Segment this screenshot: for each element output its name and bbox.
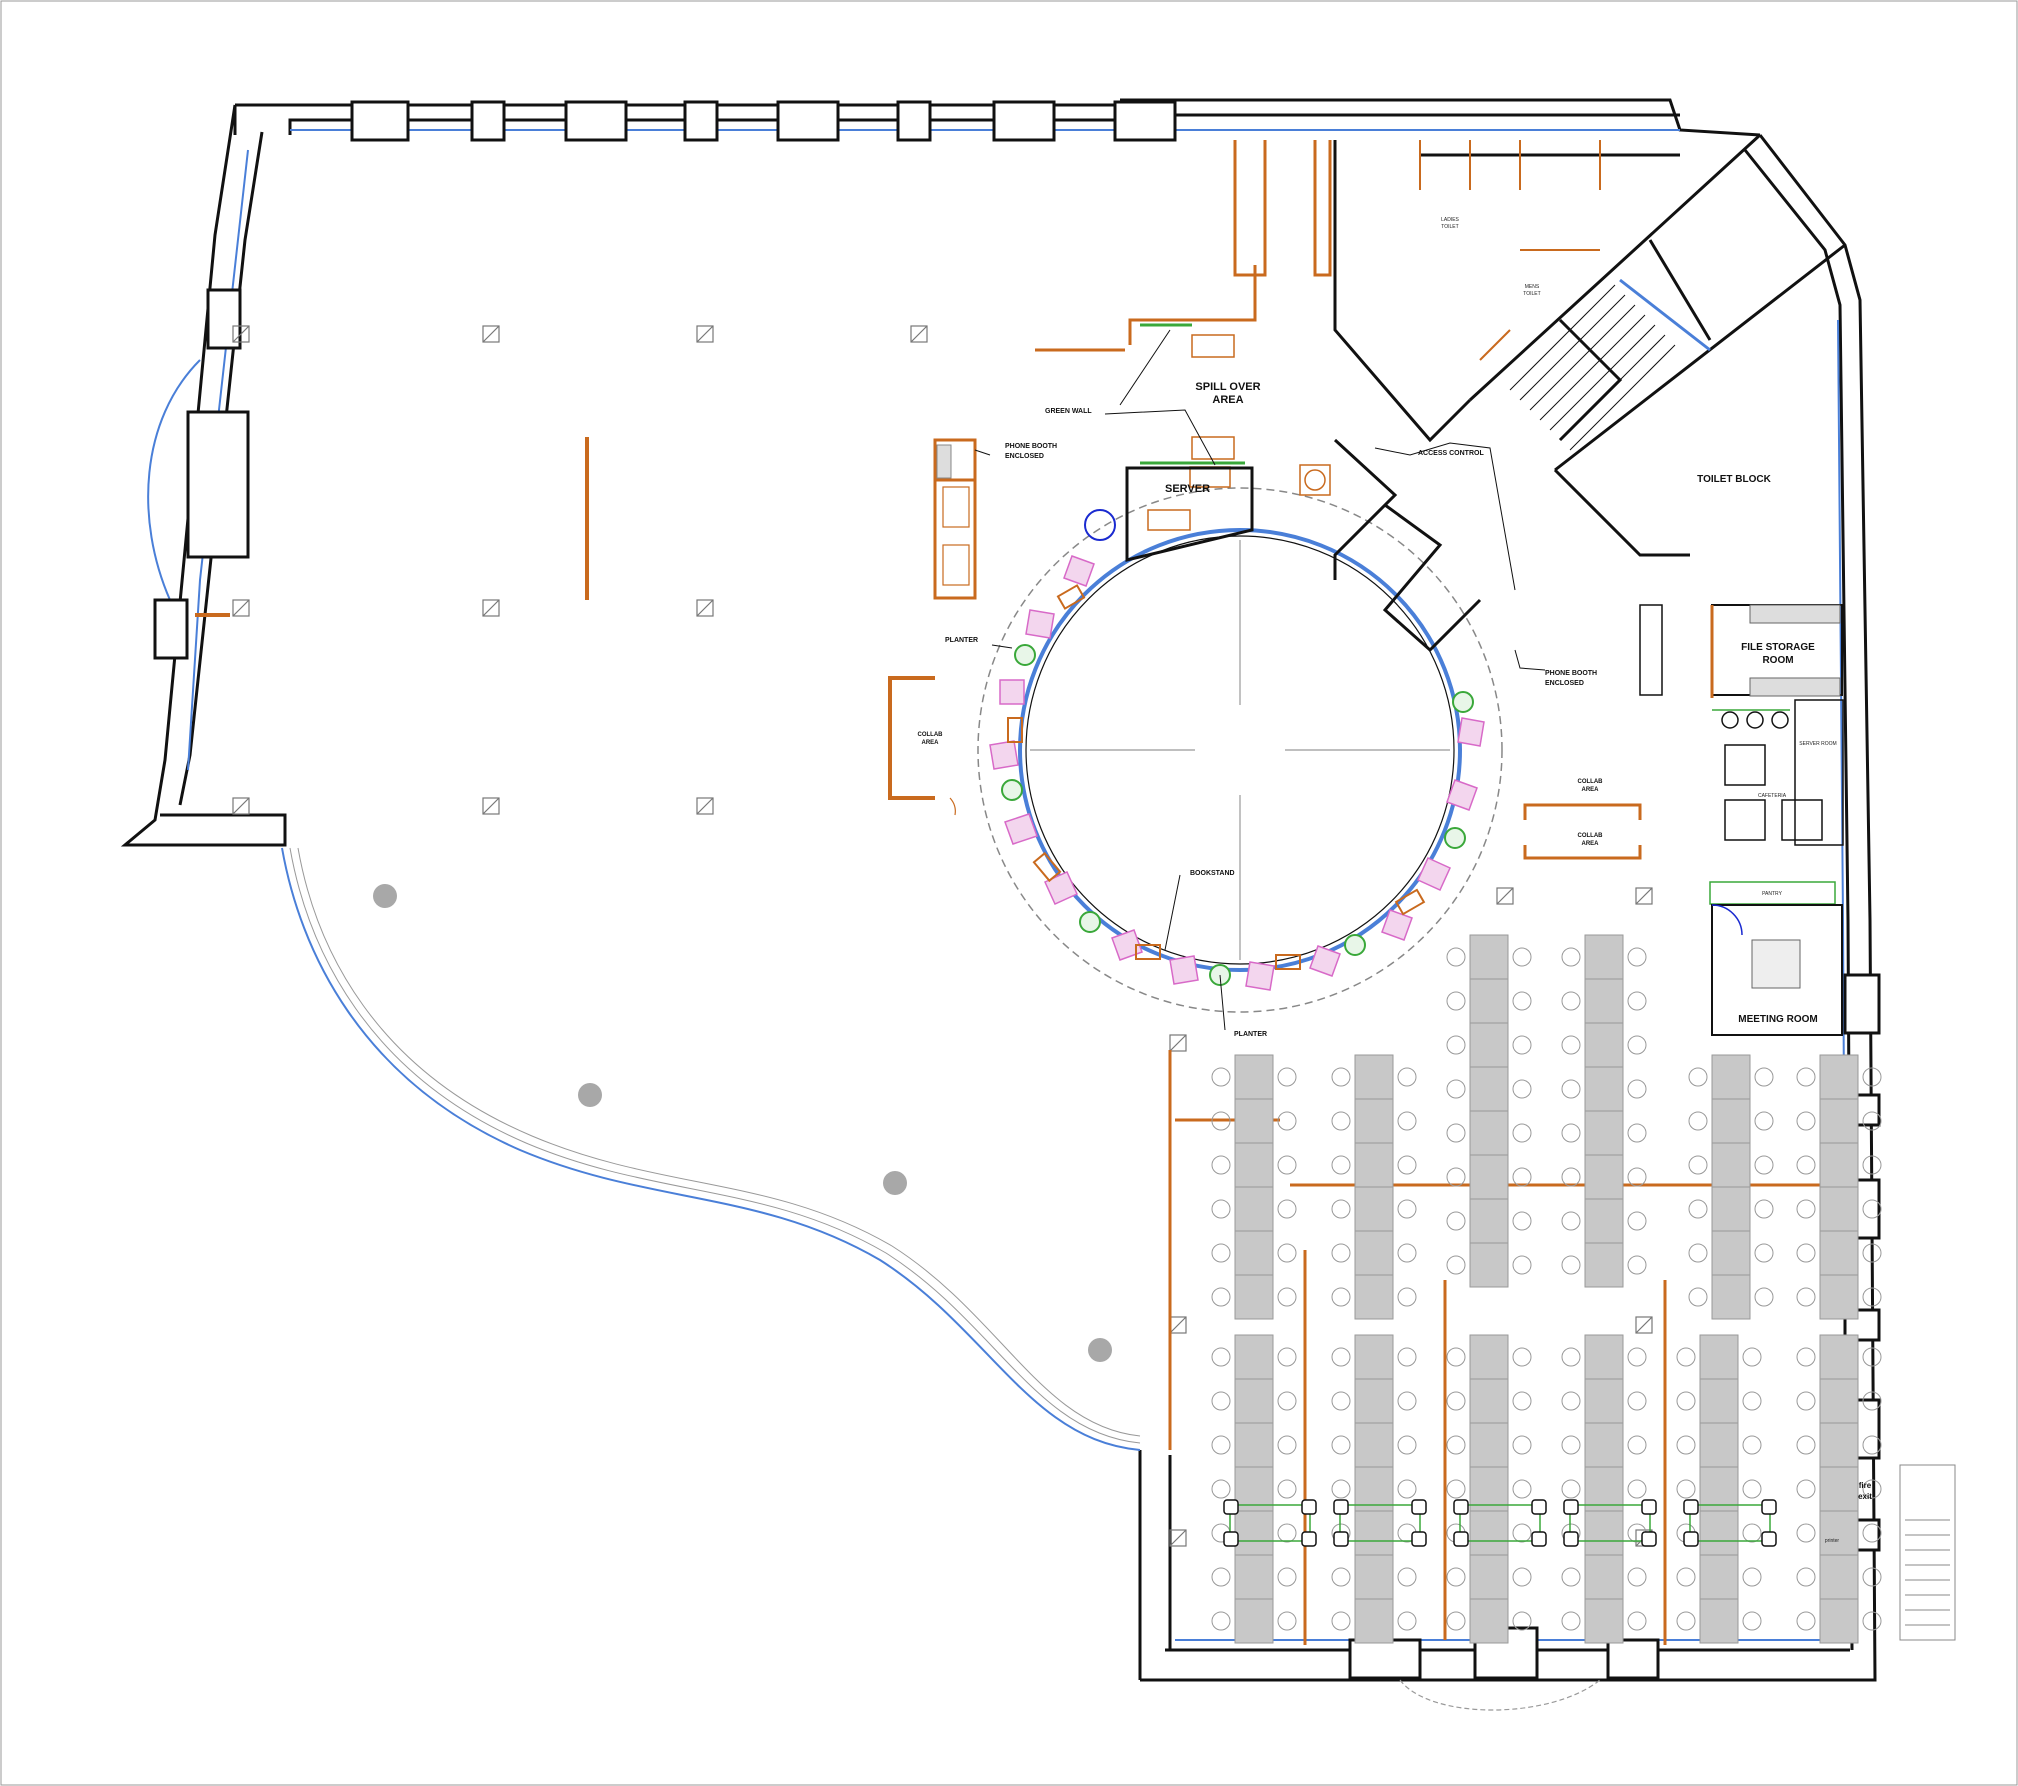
storage-cabinet [1639, 604, 1663, 696]
label-phone-booth-1b: ENCLOSED [1005, 453, 1044, 460]
label-access-control: ACCESS CONTROL [1418, 450, 1484, 457]
round-columns [373, 884, 1112, 1362]
desk-cluster-top-3 [1446, 934, 1532, 1288]
toilet-block [1333, 133, 1846, 557]
label-fire-exit-1: fire [1859, 1481, 1872, 1490]
phone-booth-left [933, 438, 977, 600]
label-server: SERVER [1165, 483, 1210, 495]
label-file-storage-1: FILE STORAGE [1741, 642, 1815, 653]
left-partitions [195, 437, 589, 617]
column-marker [1084, 509, 1116, 541]
fire-exit-stair [1899, 1464, 1956, 1641]
atrium-pods [989, 555, 1485, 991]
book-stands [1007, 584, 1426, 970]
desk-cluster-bottom-5 [1676, 1334, 1762, 1644]
spill-over-block [1035, 140, 1332, 531]
label-phone-booth-2a: PHONE BOOTH [1545, 670, 1597, 677]
desk-cluster-top-5 [1688, 1054, 1774, 1320]
label-collab-left-2: AREA [921, 740, 939, 746]
collab-left [888, 676, 956, 816]
toilet-partitions [1419, 140, 1601, 361]
desk-cluster-bottom-4 [1561, 1334, 1647, 1644]
entrance-arc [1399, 1679, 1601, 1711]
desk-cluster-top-1 [1211, 1054, 1297, 1320]
server-room [1125, 323, 1254, 562]
label-server-room: SERVER ROOM [1799, 741, 1836, 747]
desk-cluster-top-2 [1331, 1054, 1417, 1320]
label-file-storage-2: ROOM [1762, 655, 1793, 666]
planters [1001, 644, 1474, 986]
label-collab-right-2b: AREA [1581, 841, 1599, 847]
bench-row [1223, 1499, 1777, 1547]
label-printer: printer [1825, 1538, 1840, 1544]
label-ladies-toilet-1: LADIES [1441, 217, 1459, 223]
label-collab-left-1: COLLAB [918, 732, 944, 738]
atrium [977, 487, 1503, 1013]
label-toilet-block: TOILET BLOCK [1697, 474, 1771, 485]
label-planter-2: PLANTER [1234, 1031, 1267, 1038]
cafeteria [1712, 699, 1844, 846]
label-green-wall: GREEN WALL [1045, 408, 1092, 415]
label-spill-over-2: AREA [1212, 394, 1243, 406]
label-spill-over-1: SPILL OVER [1195, 381, 1260, 393]
desk-cluster-top-4 [1561, 934, 1647, 1288]
label-planter-1: PLANTER [945, 637, 978, 644]
leader-lines [974, 329, 1546, 1031]
label-fire-exit-2: exit [1858, 1492, 1872, 1501]
desk-cluster-bottom-6 [1796, 1334, 1882, 1644]
label-phone-booth-1a: PHONE BOOTH [1005, 443, 1057, 450]
file-storage-room [1710, 604, 1843, 698]
label-collab-right-2a: COLLAB [1578, 833, 1604, 839]
label-pantry: PANTRY [1762, 891, 1782, 897]
pantry-meeting [1709, 881, 1843, 1036]
label-bookstand: BOOKSTAND [1190, 870, 1235, 877]
label-phone-booth-2b: ENCLOSED [1545, 680, 1584, 687]
room-labels: SPILL OVER AREA GREEN WALL PHONE BOOTH E… [918, 217, 1873, 1544]
access-control-lobby [1299, 438, 1482, 653]
toilet-glazing [1619, 278, 1711, 352]
desk-cluster-bottom-3 [1446, 1334, 1532, 1644]
label-mens-toilet-1: MENS [1525, 284, 1540, 290]
collab-right [1523, 803, 1642, 860]
structural-grid-columns [232, 325, 1653, 1547]
label-ladies-toilet-2: TOILET [1441, 224, 1458, 230]
label-cafeteria: CAFETERIA [1758, 793, 1787, 799]
label-mens-toilet-2: TOILET [1523, 291, 1540, 297]
desk-cluster-bottom-1 [1211, 1334, 1297, 1644]
label-collab-right-1a: COLLAB [1578, 779, 1604, 785]
desk-cluster-bottom-2 [1331, 1334, 1417, 1644]
desk-cluster-top-6 [1796, 1054, 1882, 1320]
label-meeting-room: MEETING ROOM [1738, 1014, 1817, 1025]
stair [1509, 284, 1676, 451]
label-collab-right-1b: AREA [1581, 787, 1599, 793]
desk-clusters [1211, 934, 1882, 1644]
